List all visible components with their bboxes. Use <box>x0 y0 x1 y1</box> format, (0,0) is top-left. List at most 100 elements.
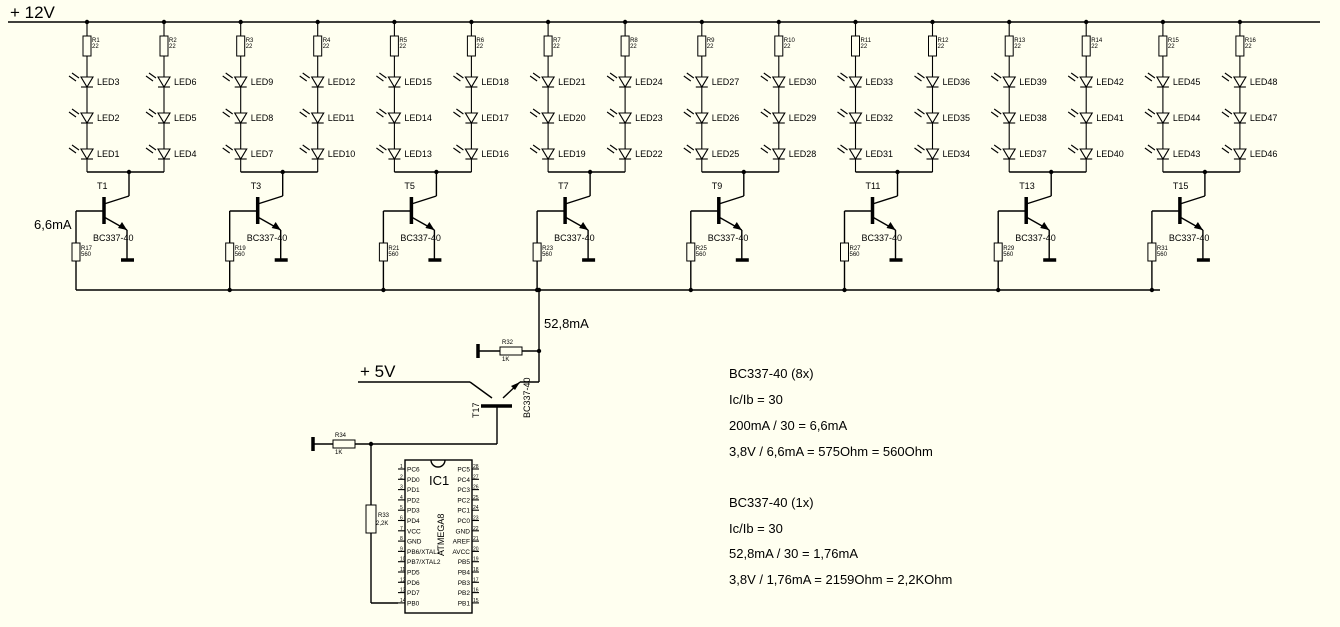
svg-text:19: 19 <box>473 557 479 563</box>
led-resistor <box>389 35 399 57</box>
led: LED17 <box>453 108 509 125</box>
svg-text:200mA / 30 = 6,6mA: 200mA / 30 = 6,6mA <box>729 418 847 433</box>
led-label: LED7 <box>251 149 274 159</box>
led: LED13 <box>376 144 432 161</box>
v5-label: + 5V <box>360 362 396 381</box>
svg-text:PD3: PD3 <box>407 508 420 515</box>
transistor-label: T15 <box>1173 181 1189 191</box>
svg-text:560: 560 <box>388 252 399 258</box>
svg-text:R4: R4 <box>323 38 331 44</box>
led: LED46 <box>1221 144 1277 161</box>
led-label: LED28 <box>789 149 817 159</box>
led-label: LED32 <box>866 113 894 123</box>
led: LED26 <box>683 108 739 125</box>
svg-text:R1: R1 <box>92 38 100 44</box>
base-resistor <box>532 242 542 262</box>
calc-notes-2: BC337-40 (1x) Ic/Ib = 30 52,8mA / 30 = 1… <box>729 495 952 587</box>
transistor-model: BC337-40 <box>247 233 288 243</box>
svg-text:18: 18 <box>473 567 479 573</box>
svg-text:1K: 1K <box>335 450 342 456</box>
svg-text:R17: R17 <box>81 246 93 252</box>
svg-text:PD1: PD1 <box>407 487 420 494</box>
svg-text:BC337-40: BC337-40 <box>522 377 532 418</box>
base-resistor <box>225 242 235 262</box>
led-label: LED22 <box>635 149 663 159</box>
led: LED39 <box>990 72 1047 89</box>
column-t3: R322LED9LED8LED7R422LED12LED11LED10T3BC3… <box>222 19 356 293</box>
led-resistor <box>774 35 784 57</box>
svg-text:27: 27 <box>473 474 479 480</box>
svg-text:3,8V / 1,76mA = 2159Ohm = 2,2K: 3,8V / 1,76mA = 2159Ohm = 2,2KOhm <box>729 572 952 587</box>
led: LED32 <box>837 108 894 125</box>
svg-text:R11: R11 <box>861 38 872 44</box>
svg-text:R29: R29 <box>1003 246 1015 252</box>
svg-text:560: 560 <box>1003 252 1014 258</box>
led-label: LED31 <box>866 149 894 159</box>
base-resistor <box>840 242 849 262</box>
led-label: LED34 <box>943 149 971 159</box>
led: LED31 <box>837 144 894 161</box>
transistor-label: T1 <box>97 181 108 191</box>
led: LED45 <box>1144 72 1200 89</box>
led-label: LED38 <box>1019 113 1047 123</box>
svg-text:PB0: PB0 <box>407 600 420 607</box>
base-resistor <box>1147 242 1157 262</box>
svg-text:22: 22 <box>553 44 560 50</box>
led-label: LED41 <box>1096 113 1124 123</box>
svg-text:R6: R6 <box>476 38 484 44</box>
svg-text:BC337-40 (8x): BC337-40 (8x) <box>729 366 814 381</box>
svg-text:PB4: PB4 <box>458 570 471 577</box>
total-current-label: 52,8mA <box>544 316 589 331</box>
led: LED41 <box>1067 108 1124 125</box>
led: LED40 <box>1067 144 1124 161</box>
svg-text:PD6: PD6 <box>407 580 420 587</box>
column-t15: R1522LED45LED44LED43R1622LED48LED47LED46… <box>1144 19 1278 293</box>
svg-text:22: 22 <box>938 44 945 50</box>
svg-text:AREF: AREF <box>453 539 470 546</box>
led-label: LED33 <box>866 77 894 87</box>
svg-text:R12: R12 <box>938 38 950 44</box>
led-label: LED40 <box>1096 149 1124 159</box>
svg-text:PB3: PB3 <box>458 580 471 587</box>
led-label: LED21 <box>558 77 586 87</box>
svg-text:R16: R16 <box>1245 38 1257 44</box>
led-label: LED8 <box>251 113 274 123</box>
svg-text:PC1: PC1 <box>457 508 470 515</box>
led-resistor <box>1081 35 1091 57</box>
led-label: LED35 <box>943 113 971 123</box>
led-label: LED48 <box>1250 77 1278 87</box>
led-label: LED27 <box>712 77 740 87</box>
base-resistor <box>686 242 696 262</box>
led-resistor <box>697 35 707 57</box>
transistor-label: T7 <box>558 181 569 191</box>
led-label: LED44 <box>1173 113 1201 123</box>
led-label: LED4 <box>174 149 197 159</box>
svg-text:17: 17 <box>473 577 479 583</box>
svg-text:560: 560 <box>542 252 553 258</box>
svg-text:PC5: PC5 <box>457 467 470 474</box>
svg-text:PB6/XTAL1: PB6/XTAL1 <box>407 549 441 556</box>
led: LED7 <box>222 144 274 161</box>
led: LED27 <box>683 72 740 89</box>
led-label: LED10 <box>328 149 356 159</box>
column-t11: R1122LED33LED32LED31R1222LED36LED35LED34… <box>837 19 971 293</box>
svg-text:6: 6 <box>400 516 403 522</box>
base-resistor <box>71 242 81 262</box>
svg-text:13: 13 <box>400 588 406 594</box>
svg-text:10: 10 <box>400 557 406 563</box>
column-t5: R522LED15LED14LED13R622LED18LED17LED16T5… <box>376 19 509 293</box>
